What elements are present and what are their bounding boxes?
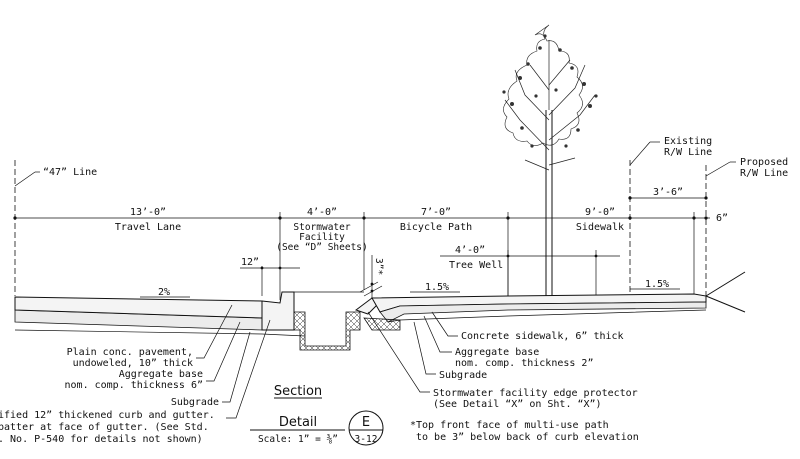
callout-curb-3: . No. P-540 for details not shown) <box>0 434 203 445</box>
dim-edge-offset: 6” <box>716 213 728 224</box>
slope-lane: 2% <box>158 287 170 298</box>
tree-illustration <box>502 24 598 296</box>
dim-bicycle-path: 7’-0” <box>421 207 451 218</box>
callout-aggregate-right-1: Aggregate base <box>455 347 539 358</box>
svg-text:nom. comp. thickness 6”: nom. comp. thickness 6” <box>65 380 203 391</box>
footnote-1: *Top front face of multi-use path <box>410 420 609 431</box>
footnote-2: to be 3” below back of curb elevation <box>416 432 639 443</box>
callout-pavement-1: Plain conc. pavement, <box>67 347 193 358</box>
svg-text:Proposed: Proposed <box>740 157 788 168</box>
svg-text:Facility: Facility <box>299 232 345 243</box>
dim-curb: 12” <box>241 257 259 268</box>
detail-letter: E <box>362 415 370 430</box>
proposed-rw-label-1: Proposed <box>740 157 788 168</box>
label-stormwater-1: Stormwater <box>293 222 350 233</box>
callout-aggregate-left-2: nom. comp. thickness 6” <box>65 380 203 391</box>
label-travel-lane: Travel Lane <box>115 222 181 233</box>
drop-dimension <box>370 255 374 300</box>
sheet-ref: 3-12 <box>355 434 378 445</box>
callout-pavement-2: undoweled, 10” thick <box>73 358 193 369</box>
curb-dimension <box>240 266 300 296</box>
callout-edge-protector-1: Stormwater facility edge protector <box>433 388 638 399</box>
svg-text:Stormwater: Stormwater <box>293 222 350 233</box>
svg-text:. No. P-540 for details not sh: . No. P-540 for details not shown) <box>0 434 203 445</box>
tree-well-dimension <box>440 250 620 296</box>
svg-text:R/W Line: R/W Line <box>740 168 788 179</box>
label-stormwater-2: Facility <box>299 232 345 243</box>
svg-text:undoweled, 10” thick: undoweled, 10” thick <box>73 358 193 369</box>
dim-travel-lane: 13’-0” <box>130 207 166 218</box>
slope-path: 1.5% <box>425 282 449 293</box>
dim-stormwater: 4’-0” <box>307 207 337 218</box>
svg-text:Aggregate base: Aggregate base <box>455 347 539 358</box>
leaders-left <box>196 304 271 419</box>
svg-text:nom. comp. thickness 2”: nom. comp. thickness 2” <box>455 358 593 369</box>
svg-text:R/W Line: R/W Line <box>664 147 712 158</box>
existing-rw-label-1: Existing <box>664 136 712 147</box>
svg-text:*Top front face of multi-use p: *Top front face of multi-use path <box>410 420 609 431</box>
label-sidewalk: Sidewalk <box>576 222 624 233</box>
callout-curb-2: batter at face of gutter. (See Std. <box>0 422 209 433</box>
callout-concrete-sidewalk: Concrete sidewalk, 6” thick <box>461 331 624 342</box>
dim-rw-offset: 3’-6” <box>653 187 683 198</box>
callout-subgrade-left: Subgrade <box>171 397 219 408</box>
svg-text:Aggregate base: Aggregate base <box>119 369 203 380</box>
svg-text:Stormwater facility edge prote: Stormwater facility edge protector <box>433 388 638 399</box>
dim-sidewalk: 9’-0” <box>585 207 615 218</box>
title-detail: Detail <box>279 415 317 430</box>
svg-text:Existing: Existing <box>664 136 712 147</box>
proposed-rw-label-2: R/W Line <box>740 168 788 179</box>
leaders-right <box>367 311 458 393</box>
control-lines <box>14 141 736 296</box>
callout-edge-protector-2: (See Detail “X” on Sht. “X”) <box>433 399 602 410</box>
svg-text:ified 12” thickened curb and g: ified 12” thickened curb and gutter. <box>0 410 215 421</box>
callout-aggregate-right-2: nom. comp. thickness 2” <box>455 358 593 369</box>
dim-drop: 3”* <box>373 258 384 275</box>
title-scale: Scale: 1” = ⅜” <box>258 434 338 445</box>
svg-text:to be 3” below back of curb el: to be 3” below back of curb elevation <box>416 432 639 443</box>
title-section: Section <box>274 384 322 399</box>
label-stormwater-3: (See “D” Sheets) <box>276 242 368 253</box>
title-block <box>250 397 384 446</box>
label-bicycle-path: Bicycle Path <box>400 222 472 233</box>
svg-text:Plain conc. pavement,: Plain conc. pavement, <box>67 347 193 358</box>
svg-text:(See Detail “X” on Sht. “X”): (See Detail “X” on Sht. “X”) <box>433 399 602 410</box>
slope-markers <box>140 288 680 298</box>
callout-curb-1: ified 12” thickened curb and gutter. <box>0 410 215 421</box>
label-tree-well: Tree Well <box>449 260 503 271</box>
slope-sidewalk: 1.5% <box>645 279 669 290</box>
line-47-label: “47” Line <box>43 167 97 178</box>
svg-text:(See “D” Sheets): (See “D” Sheets) <box>276 242 368 253</box>
callout-subgrade-right: Subgrade <box>439 370 487 381</box>
cross-section-profile <box>14 271 746 351</box>
existing-rw-label-2: R/W Line <box>664 147 712 158</box>
svg-text:batter at face of gutter. (See: batter at face of gutter. (See Std. <box>0 422 209 433</box>
callout-aggregate-left-1: Aggregate base <box>119 369 203 380</box>
dim-tree-well: 4’-0” <box>455 245 485 256</box>
